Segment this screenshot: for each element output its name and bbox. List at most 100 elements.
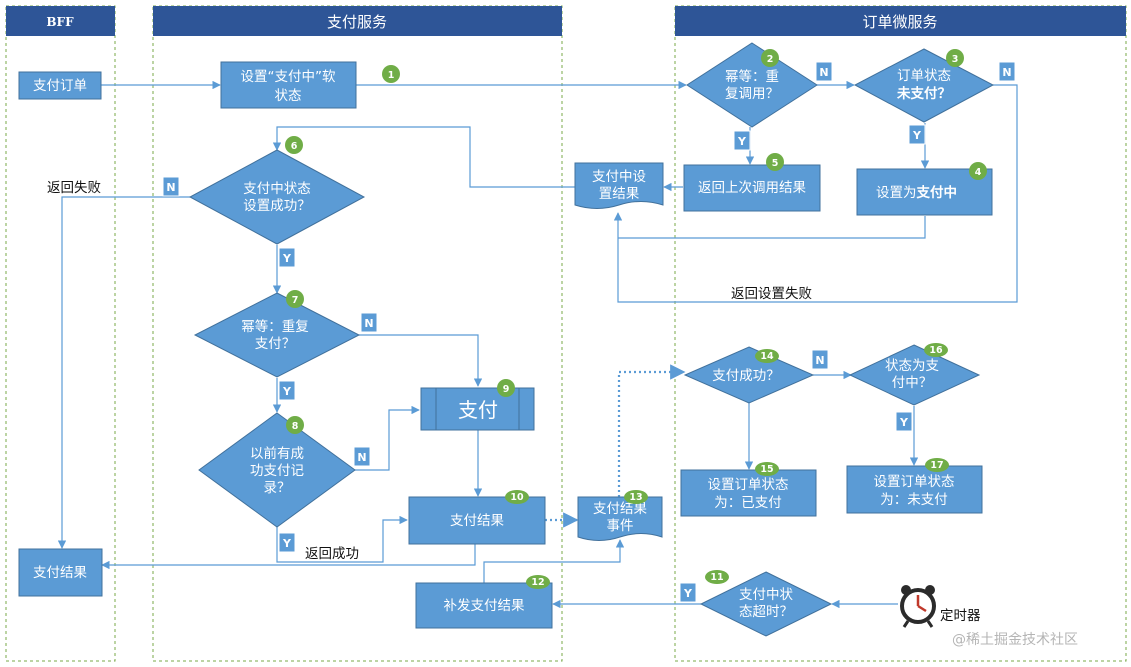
node-set-paying-soft[interactable]: 设置“支付中”软 状态 [220, 61, 357, 109]
edge-prior-yes-return-success [276, 515, 408, 563]
step-badge-15: 15 [755, 462, 779, 476]
edge-event-to-success-check [617, 364, 686, 497]
lane-bff: BFF [5, 5, 116, 662]
svg-text:Y: Y [737, 135, 747, 148]
lane-order: 订单微服务 [674, 5, 1127, 662]
svg-text:设置“支付中”软: 设置“支付中”软 [241, 69, 336, 85]
svg-text:置结果: 置结果 [599, 186, 640, 202]
svg-text:8: 8 [292, 421, 299, 432]
lane-bff-title: BFF [46, 15, 74, 29]
svg-text:Y: Y [282, 385, 292, 398]
svg-text:1: 1 [388, 70, 395, 81]
node-paying-set-result[interactable]: 支付中设 置结果 [574, 162, 664, 209]
svg-text:状态为支: 状态为支 [885, 358, 939, 374]
tag-y-idem: Y [733, 130, 751, 151]
node-paying-state-ok[interactable]: 支付中状态 设置成功？ [188, 149, 366, 245]
svg-text:N: N [166, 181, 175, 194]
svg-text:N: N [357, 451, 366, 464]
node-set-paid[interactable]: 设置订单状态 为：已支付 [680, 469, 817, 517]
svg-text:6: 6 [291, 141, 298, 152]
svg-text:设置为支付中: 设置为支付中 [876, 184, 957, 201]
svg-text:支付结果: 支付结果 [33, 565, 87, 581]
svg-text:付中？: 付中？ [892, 375, 933, 391]
svg-text:为：已支付: 为：已支付 [714, 495, 782, 511]
svg-text:Y: Y [282, 537, 292, 550]
tag-n-idem-pay: N [360, 312, 378, 333]
step-badge-10: 10 [505, 490, 529, 504]
node-pay[interactable]: 支付 [420, 387, 535, 431]
edge-set-result-to-check [272, 126, 575, 188]
edge-resend-to-event [483, 539, 625, 583]
label-return-success: 返回成功 [305, 546, 359, 562]
node-prior-success[interactable]: 以前有成 功支付记 录？ [198, 412, 356, 528]
svg-text:支付结果: 支付结果 [450, 513, 504, 529]
svg-text:11: 11 [710, 572, 723, 583]
svg-text:4: 4 [975, 167, 982, 178]
node-set-unpaid[interactable]: 设置订单状态 为：未支付 [846, 465, 983, 514]
lane-order-title: 订单微服务 [862, 13, 937, 31]
svg-text:返回上次调用结果: 返回上次调用结果 [698, 180, 806, 196]
svg-text:支付中状: 支付中状 [739, 587, 793, 603]
svg-text:9: 9 [503, 384, 510, 395]
tag-y-prior: Y [278, 532, 296, 553]
svg-text:支付成功？: 支付成功？ [712, 368, 780, 384]
step-badge-16: 16 [924, 343, 948, 357]
svg-text:支付中状态: 支付中状态 [243, 181, 311, 197]
lane-payment-title: 支付服务 [327, 13, 387, 31]
tag-y-status-paying: Y [895, 411, 913, 432]
label-timer: 定时器 [940, 608, 981, 624]
svg-text:支付订单: 支付订单 [33, 78, 87, 94]
node-bff-pay-result[interactable]: 支付结果 [18, 548, 103, 597]
edge-status-no-return-fail [613, 84, 1018, 303]
svg-text:Y: Y [282, 252, 292, 265]
step-badges: 1 2 3 4 5 6 7 8 9 10 11 12 13 14 15 16 1… [285, 49, 987, 589]
svg-text:复调用？: 复调用？ [725, 85, 779, 102]
node-return-last-result[interactable]: 返回上次调用结果 [683, 164, 821, 212]
label-return-set-fail: 返回设置失败 [731, 286, 812, 302]
svg-text:N: N [819, 66, 828, 79]
node-paying-timeout[interactable]: 支付中状 态超时？ [699, 571, 833, 637]
step-badge-9: 9 [497, 379, 515, 397]
timer-icon [900, 585, 936, 628]
node-status-paying-q[interactable]: 状态为支 付中？ [848, 344, 981, 406]
tag-n-state-ok: N [162, 176, 180, 197]
svg-text:16: 16 [929, 345, 943, 356]
step-badge-17: 17 [925, 458, 949, 472]
lane-bff-header [6, 6, 115, 36]
step-badge-3: 3 [946, 49, 964, 67]
step-badge-4: 4 [969, 162, 987, 180]
svg-text:Y: Y [899, 416, 909, 429]
tag-y-status: Y [908, 124, 926, 145]
edge-prior-no [355, 405, 420, 471]
tag-n-status: N [998, 61, 1016, 82]
step-badge-13: 13 [624, 490, 648, 504]
svg-text:5: 5 [772, 158, 779, 169]
node-set-paying[interactable]: 设置为支付中 [856, 168, 993, 216]
yn-tags: N N Y Y N Y N Y N Y N Y Y [162, 61, 1016, 603]
node-pay-order[interactable]: 支付订单 [18, 71, 102, 100]
svg-text:Y: Y [912, 129, 922, 142]
tag-y-timeout: Y [679, 582, 697, 603]
node-order-status-unpaid[interactable]: 订单状态 未支付？ [853, 48, 995, 123]
node-pay-result-event[interactable]: 支付结果 事件 [577, 496, 663, 541]
node-pay-success-q[interactable]: 支付成功？ [683, 346, 815, 404]
svg-text:Y: Y [683, 587, 693, 600]
svg-text:13: 13 [629, 492, 642, 503]
node-pay-result[interactable]: 支付结果 [408, 496, 546, 545]
step-badge-11: 11 [705, 570, 729, 584]
node-idem-retry[interactable]: 幂等：重 复调用？ [686, 42, 818, 128]
svg-text:10: 10 [510, 492, 524, 503]
svg-text:2: 2 [767, 54, 774, 65]
step-badge-7: 7 [286, 290, 304, 308]
lane-order-header [675, 6, 1126, 36]
lane-payment-header [153, 6, 562, 36]
svg-text:N: N [364, 317, 373, 330]
node-resend-result[interactable]: 补发支付结果 [415, 582, 553, 629]
svg-text:设置订单状态: 设置订单状态 [874, 474, 955, 490]
node-idem-pay[interactable]: 幂等：重复 支付？ [193, 292, 361, 378]
svg-text:功支付记: 功支付记 [250, 463, 304, 479]
svg-text:未支付？: 未支付？ [897, 85, 951, 102]
svg-text:支付中设: 支付中设 [592, 169, 646, 185]
step-badge-6: 6 [285, 136, 303, 154]
svg-text:事件: 事件 [607, 518, 634, 534]
